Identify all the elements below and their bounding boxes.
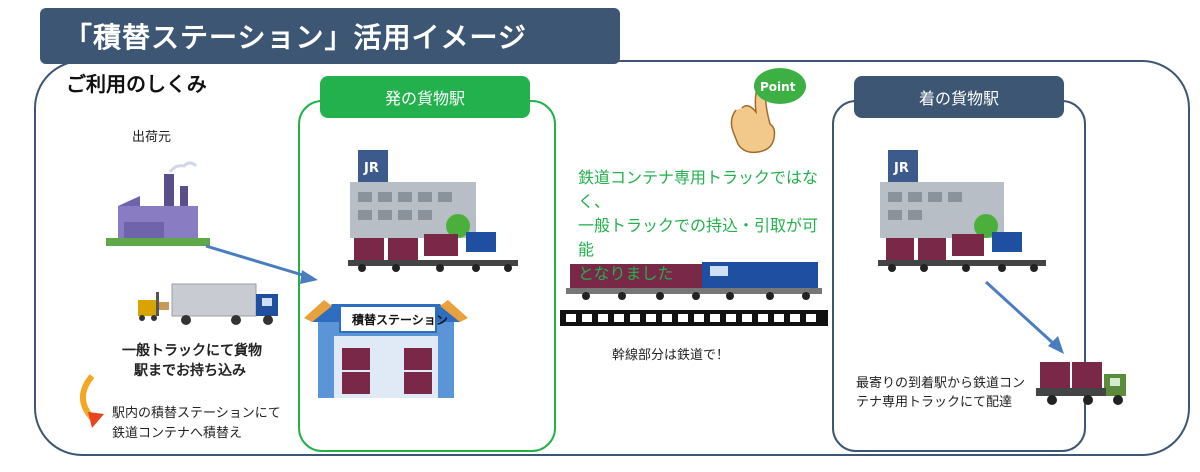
point-note: 鉄道コンテナ専用トラックではなく、 一般トラックでの持込・引取が可能 となりまし…: [578, 166, 828, 286]
transfer-text-line2: 鉄道コンテナへ積替え: [112, 426, 243, 441]
origin-label: 出荷元: [132, 130, 172, 145]
rail-track: [560, 310, 828, 326]
point-note-line3: となりました: [578, 264, 674, 283]
arrow-arrival-to-delivery: [984, 280, 1064, 354]
departure-station-tab: 発の貨物駅: [320, 76, 530, 118]
truck-text-line2: 駅までお持ち込み: [134, 363, 246, 379]
point-note-line1: 鉄道コンテナ専用トラックではなく、: [578, 168, 819, 211]
station-sign-text: 積替ステーション: [351, 312, 448, 327]
delivery-text-line1: 最寄りの到着駅から鉄道コン: [856, 376, 1026, 391]
point-hand-icon: [730, 68, 806, 154]
arrival-station-label: 着の貨物駅: [918, 89, 999, 108]
page-title: 「積替ステーション」活用イメージ: [64, 21, 527, 54]
departure-station-label: 発の貨物駅: [384, 89, 465, 108]
departure-jr-logo: JR: [363, 161, 379, 176]
general-truck-icon: [171, 283, 278, 325]
arrival-station-tab: 着の貨物駅: [854, 76, 1064, 118]
freight-train-icon: [566, 262, 822, 300]
arrival-station-building: [878, 150, 1046, 272]
arrow-origin-to-departure: [205, 244, 318, 284]
factory-icon: [106, 161, 210, 246]
departure-station-building: [348, 150, 518, 272]
subtitle: ご利用のしくみ: [66, 72, 207, 96]
delivery-text-line2: テナ専用トラックにて配達: [856, 395, 1013, 410]
delivery-text: 最寄りの到着駅から鉄道コン テナ専用トラックにて配達: [856, 374, 1036, 412]
container-truck-icon: [1036, 362, 1126, 405]
arrival-jr-logo: JR: [893, 161, 909, 176]
forklift-icon: [138, 292, 169, 321]
transfer-curve-arrow: [80, 374, 104, 428]
title-banner: 「積替ステーション」活用イメージ: [40, 8, 620, 64]
truck-text-line1: 一般トラックにて貨物: [122, 343, 262, 359]
transfer-station-shed: [304, 300, 468, 398]
transfer-text-line1: 駅内の積替ステーションにて: [112, 406, 281, 421]
rail-text: 幹線部分は鉄道で！: [612, 348, 730, 363]
point-note-line2: 一般トラックでの持込・引取が可能: [578, 216, 819, 259]
point-badge-text: Point: [760, 80, 796, 94]
